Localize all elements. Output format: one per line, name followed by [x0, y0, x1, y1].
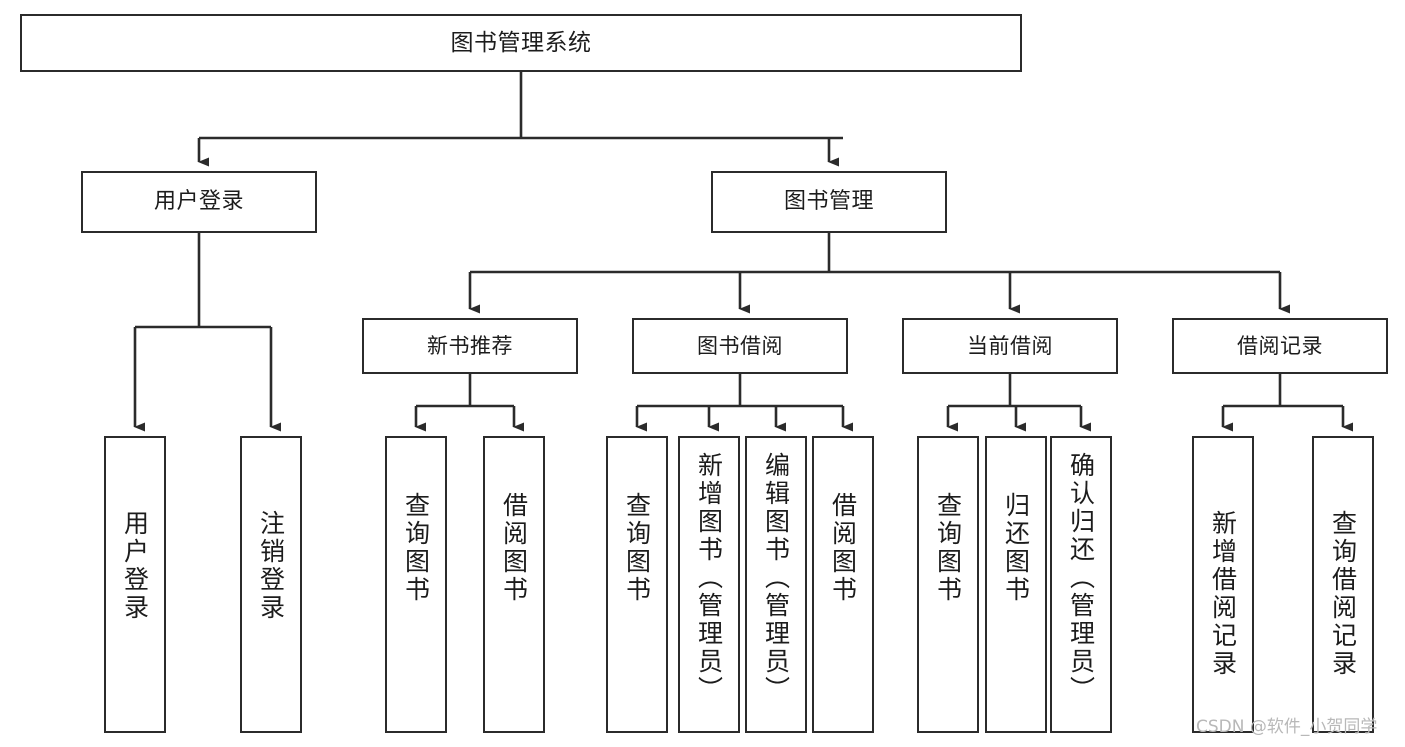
node-leaf-borrow-book-1[interactable]: 借阅图书: [483, 436, 545, 733]
node-label: 编辑图书（管理员）: [761, 452, 791, 704]
node-current-borrow[interactable]: 当前借阅: [902, 318, 1118, 374]
node-leaf-add-borrow-record[interactable]: 新增借阅记录: [1192, 436, 1254, 733]
node-label: 图书管理系统: [450, 29, 592, 56]
node-label: 用户登录: [153, 189, 244, 215]
node-leaf-user-login[interactable]: 用户登录: [104, 436, 166, 733]
connectors-book-manage: [468, 233, 1290, 314]
node-book-manage[interactable]: 图书管理: [711, 171, 947, 233]
node-book-management-system[interactable]: 图书管理系统: [20, 14, 1022, 72]
node-label: 借阅记录: [1237, 333, 1323, 358]
node-label: 借阅图书: [828, 492, 858, 604]
node-label: 当前借阅: [967, 333, 1053, 358]
connectors-new-book-recommend: [414, 374, 524, 432]
node-user-login[interactable]: 用户登录: [81, 171, 317, 233]
node-label: 新书推荐: [427, 333, 513, 358]
node-leaf-query-borrow-record[interactable]: 查询借阅记录: [1312, 436, 1374, 733]
node-label: 查询图书: [622, 492, 652, 604]
node-label: 借阅图书: [499, 492, 529, 604]
node-label: 归还图书: [1001, 492, 1031, 604]
node-leaf-borrow-book-2[interactable]: 借阅图书: [812, 436, 874, 733]
connectors-root: [197, 72, 843, 167]
node-leaf-edit-book[interactable]: 编辑图书（管理员）: [745, 436, 807, 733]
node-leaf-query-book-2[interactable]: 查询图书: [606, 436, 668, 733]
csdn-watermark: CSDN @软件_小贺同学: [1196, 717, 1378, 737]
connectors-borrow-record: [1221, 374, 1353, 432]
node-leaf-user-logout[interactable]: 注销登录: [240, 436, 302, 733]
node-label: 新增图书（管理员）: [694, 452, 724, 704]
connectors-user-login: [133, 233, 281, 432]
node-new-book-recommend[interactable]: 新书推荐: [362, 318, 578, 374]
node-label: 查询借阅记录: [1328, 510, 1358, 678]
node-label: 查询图书: [933, 492, 963, 604]
node-label: 注销登录: [256, 510, 286, 622]
node-borrow-record[interactable]: 借阅记录: [1172, 318, 1388, 374]
connectors-current-borrow: [946, 374, 1091, 432]
node-label: 图书管理: [783, 189, 874, 215]
node-label: 用户登录: [120, 510, 150, 622]
node-leaf-add-book[interactable]: 新增图书（管理员）: [678, 436, 740, 733]
node-label: 查询图书: [401, 492, 431, 604]
node-label: 新增借阅记录: [1208, 510, 1238, 678]
node-leaf-query-book-1[interactable]: 查询图书: [385, 436, 447, 733]
node-leaf-confirm-return[interactable]: 确认归还（管理员）: [1050, 436, 1112, 733]
connectors-book-borrow: [635, 374, 853, 432]
node-book-borrow[interactable]: 图书借阅: [632, 318, 848, 374]
node-label: 图书借阅: [697, 333, 783, 358]
node-leaf-query-book-3[interactable]: 查询图书: [917, 436, 979, 733]
node-label: 确认归还（管理员）: [1066, 452, 1096, 704]
node-leaf-return-book[interactable]: 归还图书: [985, 436, 1047, 733]
